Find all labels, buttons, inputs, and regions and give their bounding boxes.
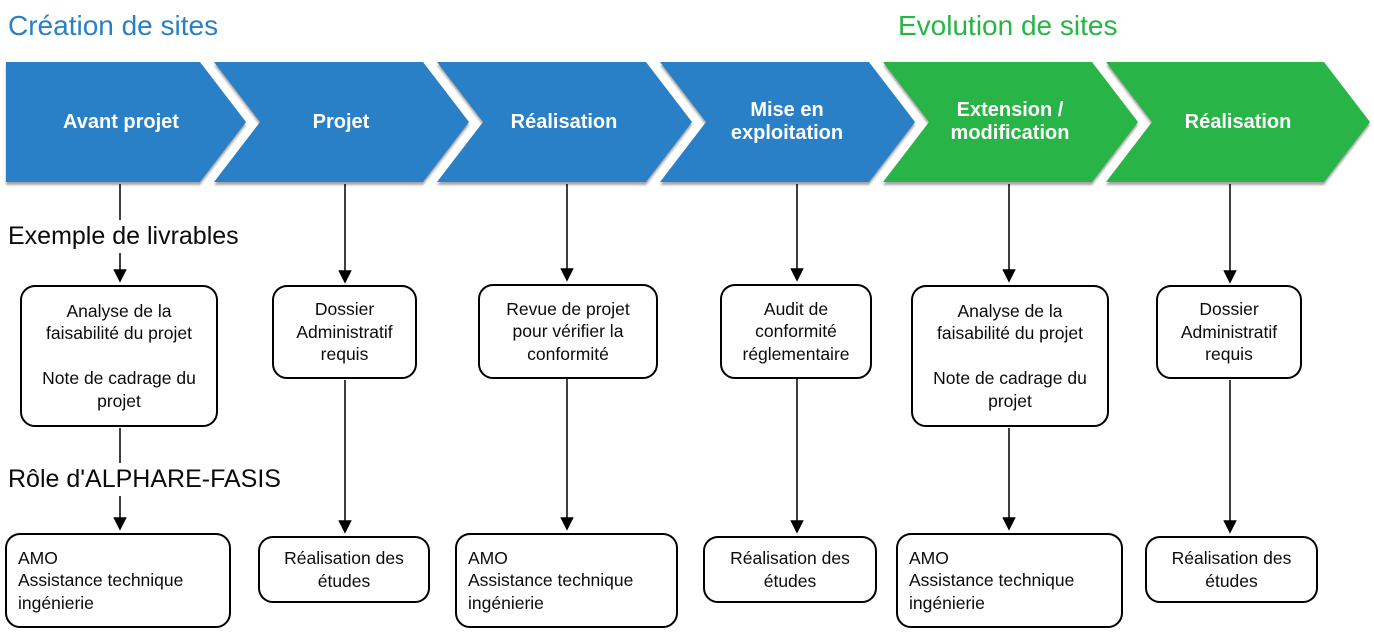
- stage-chevron-realisation: [437, 62, 692, 182]
- stage-chevron-mise-en-exploitation: [660, 62, 915, 182]
- deliverable-box-1: Analyse de la faisabilité du projet Note…: [20, 285, 218, 427]
- role-box-5: AMO Assistance technique ingénierie: [896, 533, 1123, 628]
- row-heading-role: Rôle d'ALPHARE-FASIS: [8, 463, 291, 496]
- role-box-3: AMO Assistance technique ingénierie: [455, 533, 678, 628]
- deliverable-box-4: Audit de conformité réglementaire: [720, 284, 872, 379]
- deliverable-box-2: Dossier Administratif requis: [272, 285, 417, 379]
- stage-chevron-realisation-evolution: [1106, 62, 1370, 182]
- deliverable-box-3: Revue de projet pour vérifier la conform…: [478, 284, 658, 379]
- group-title-evolution: Evolution de sites: [898, 10, 1118, 41]
- stage-chevron-projet: [214, 62, 469, 182]
- stage-chevron-extension-modification: [883, 62, 1138, 182]
- role-box-1: AMO Assistance technique ingénierie: [5, 533, 231, 628]
- role-box-4: Réalisation des études: [703, 536, 877, 603]
- deliverable-box-6: Dossier Administratif requis: [1156, 285, 1302, 379]
- role-box-2: Réalisation des études: [258, 536, 430, 603]
- row-heading-deliverables: Exemple de livrables: [8, 220, 249, 253]
- role-box-6: Réalisation des études: [1145, 536, 1318, 603]
- deliverable-box-5: Analyse de la faisabilité du projet Note…: [911, 285, 1109, 427]
- stage-chevron-avant-projet: [6, 62, 246, 182]
- group-title-creation: Création de sites: [8, 10, 219, 41]
